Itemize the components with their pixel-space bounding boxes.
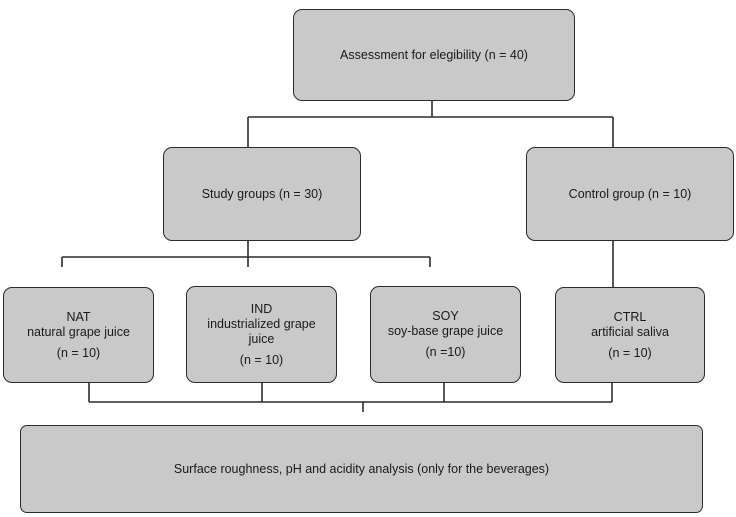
- control-group-label: Control group (n = 10): [568, 186, 692, 201]
- assessment-box: Assessment for elegibility (n = 40): [293, 9, 575, 101]
- group-count: (n = 10): [608, 345, 652, 360]
- study-groups-label: Study groups (n = 30): [201, 186, 323, 201]
- group-description: natural grape juice: [27, 324, 130, 339]
- assessment-label: Assessment for elegibility (n = 40): [340, 47, 528, 62]
- group-box-ctrl: CTRL artificial saliva (n = 10): [555, 287, 705, 383]
- group-description: industrialized grape juice: [207, 316, 316, 346]
- analysis-label: Surface roughness, pH and acidity analys…: [173, 461, 550, 476]
- study-groups-box: Study groups (n = 30): [163, 147, 361, 241]
- group-count: (n =10): [425, 345, 466, 359]
- group-box-nat: NAT natural grape juice (n = 10): [3, 287, 154, 383]
- group-box-ind: IND industrialized grape juice (n = 10): [186, 286, 337, 383]
- control-group-box: Control group (n = 10): [526, 147, 734, 241]
- group-count: (n = 10): [56, 345, 101, 360]
- group-code: SOY: [432, 309, 459, 323]
- group-code: NAT: [66, 309, 91, 324]
- analysis-box: Surface roughness, pH and acidity analys…: [20, 425, 703, 513]
- group-description: artificial saliva: [591, 324, 669, 339]
- group-code: CTRL: [613, 309, 647, 324]
- group-description: soy-base grape juice: [387, 324, 504, 338]
- group-count: (n = 10): [239, 352, 284, 367]
- group-box-soy: SOY soy-base grape juice (n =10): [370, 286, 521, 383]
- group-code: IND: [250, 301, 273, 316]
